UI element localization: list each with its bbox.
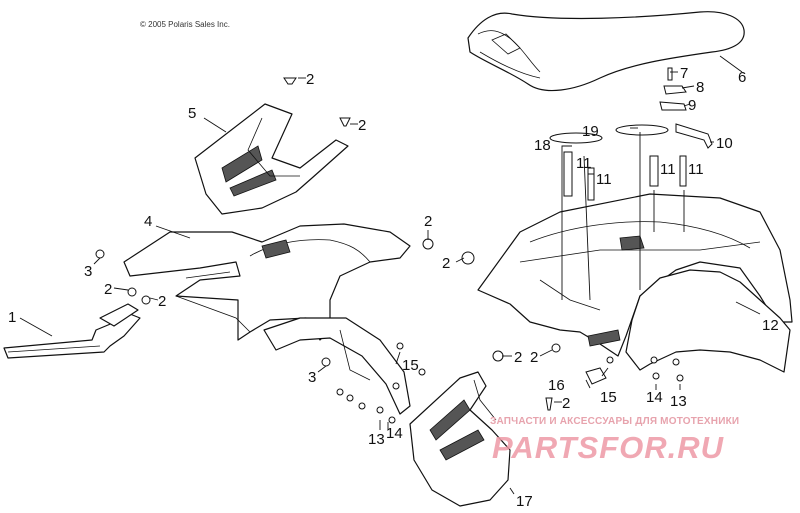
callout-2: 2 [514, 349, 522, 366]
rear-fender-part [477, 193, 793, 373]
bolts-11 [563, 151, 687, 201]
callout-6: 6 [738, 69, 746, 86]
callout-2: 2 [562, 395, 570, 412]
callout-11: 11 [688, 161, 704, 178]
callout-9: 9 [688, 97, 696, 114]
watermark-logo: PARTSFOR.RU [492, 430, 725, 465]
callout-11: 11 [596, 171, 612, 188]
callout-2: 2 [530, 349, 538, 366]
callout-19: 19 [582, 123, 599, 140]
callout-11: 11 [576, 155, 592, 172]
callout-2: 2 [158, 293, 166, 310]
fasteners [95, 77, 561, 411]
callout-2: 2 [306, 71, 314, 88]
washers [336, 342, 684, 424]
callout-16: 16 [548, 377, 565, 394]
pad-part [549, 124, 669, 144]
callout-5: 5 [188, 105, 196, 122]
callout-2: 2 [442, 255, 450, 272]
copyright-text: © 2005 Polaris Sales Inc. [140, 20, 230, 29]
front-cover-part [194, 103, 349, 215]
callout-15: 15 [600, 389, 617, 406]
callout-14: 14 [386, 425, 403, 442]
leader-lines [19, 55, 761, 495]
callout-15: 15 [402, 357, 419, 374]
reflector-part [585, 367, 607, 385]
callout-3: 3 [84, 263, 92, 280]
callout-13: 13 [368, 431, 385, 448]
callout-17: 17 [516, 493, 533, 508]
callout-7: 7 [680, 65, 688, 82]
callout-13: 13 [670, 393, 687, 410]
callout-3: 3 [308, 369, 316, 386]
callout-11: 11 [660, 161, 676, 178]
callout-2: 2 [358, 117, 366, 134]
callout-2: 2 [104, 281, 112, 298]
bracket-hardware [659, 67, 713, 149]
callout-12: 12 [762, 317, 779, 334]
front-fender-part [123, 223, 411, 415]
footrest-part [3, 303, 141, 359]
callout-8: 8 [696, 79, 704, 96]
callout-4: 4 [144, 213, 152, 230]
rear-side-panel-part [409, 371, 511, 507]
callout-18: 18 [534, 137, 551, 154]
callout-1: 1 [8, 309, 16, 326]
callout-10: 10 [716, 135, 733, 152]
callout-2: 2 [424, 213, 432, 230]
watermark-tagline: ЗАПЧАСТИ И АКСЕССУАРЫ ДЛЯ МОТОТЕХНИКИ [490, 416, 740, 427]
seat-part [467, 11, 745, 92]
callout-14: 14 [646, 389, 663, 406]
callout-labels: 1 2 2 2 2 2 2 2 2 2 3 3 4 5 6 7 8 9 10 1… [8, 65, 779, 510]
